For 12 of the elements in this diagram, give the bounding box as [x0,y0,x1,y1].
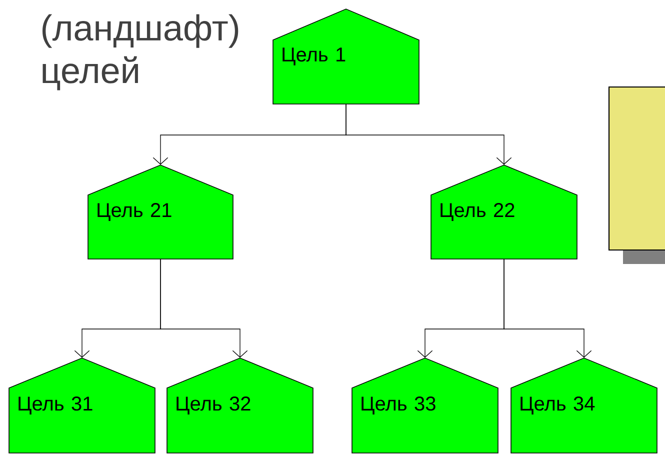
note-box [608,86,665,264]
goal-pentagon: Цель 22 [430,164,578,260]
goal-pentagon: Цель 1 [272,8,420,104]
goal-pentagon: Цель 34 [510,358,658,454]
title: (ландшафт) целей [42,14,238,90]
arrow [504,258,592,358]
goal-pentagon: Цель 33 [352,358,498,454]
goal-pentagon: Цель 21 [88,164,234,260]
arrow [160,258,248,358]
arrow [346,104,512,165]
goal-pentagon: Цель 31 [8,358,156,454]
goal-pentagon: Цель 32 [166,358,314,454]
